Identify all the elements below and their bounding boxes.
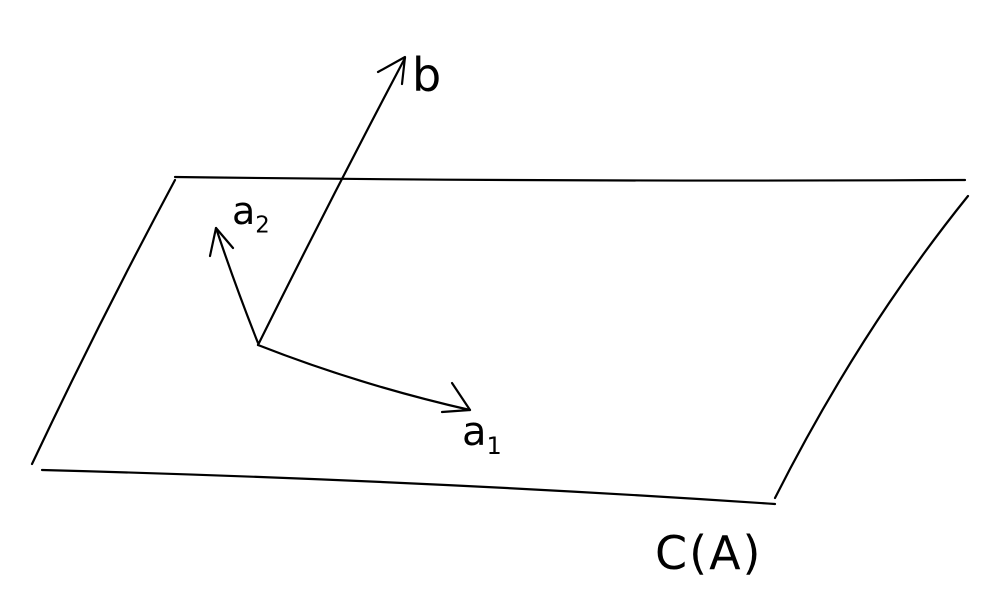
label-a1-subscript: 1: [486, 432, 502, 460]
column-space-plane: [30, 175, 970, 506]
label-a2-subscript: 2: [255, 212, 270, 239]
plane-bottom-edge: [40, 468, 777, 506]
vector-b: [256, 55, 407, 347]
label-a1: a1: [462, 412, 502, 458]
vector-a1-arrowhead: [440, 381, 472, 414]
label-a2-base: a: [232, 189, 256, 233]
vector-a2-shaft: [214, 226, 260, 345]
vector-a2-arrowhead: [208, 226, 235, 258]
plane-left-edge: [30, 178, 177, 466]
plane-top-edge: [173, 175, 967, 182]
label-column-space: C(A): [655, 526, 763, 580]
vector-b-arrowhead: [376, 55, 407, 86]
vector-a1: [256, 343, 472, 414]
label-a2: a2: [232, 192, 270, 237]
plane-right-edge: [773, 194, 970, 500]
label-a1-base: a: [462, 409, 487, 455]
vector-b-shaft: [256, 56, 407, 347]
vector-a2: [208, 226, 260, 345]
label-b: b: [412, 48, 442, 102]
vector-a1-shaft: [256, 343, 472, 412]
